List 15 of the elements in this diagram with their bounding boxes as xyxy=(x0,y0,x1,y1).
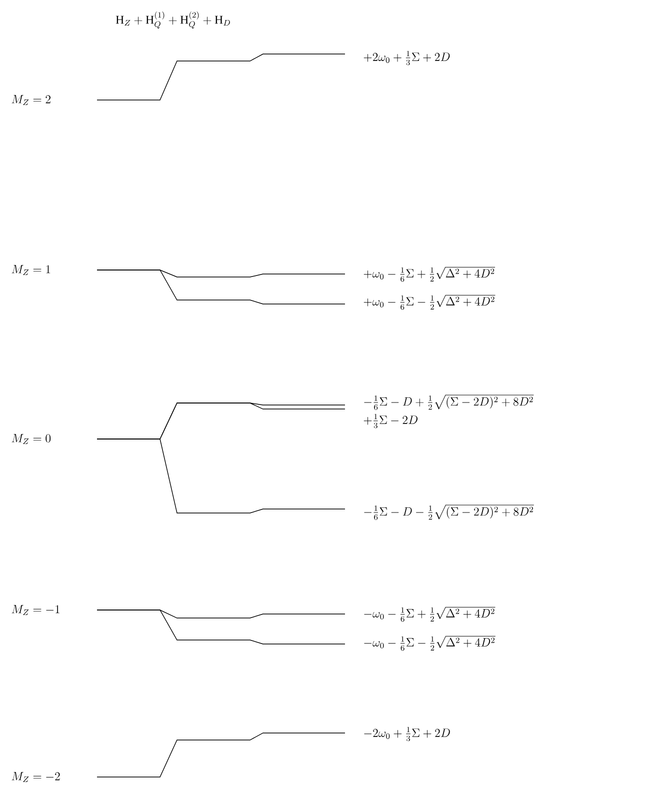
level-label: $M_Z=-2$ xyxy=(12,772,60,782)
energy-expression: $+\tfrac{1}{3}\Sigma-2D$ xyxy=(364,414,418,428)
energy-expression: $-\tfrac{1}{6}\Sigma-D-\tfrac{1}{2}\sqrt{(\Sigma-2D)^2+8D^2}$ xyxy=(364,504,534,520)
energy-expression: $-\tfrac{1}{6}\Sigma-D+\tfrac{1}{2}\sqrt{(\Sigma-2D)^2+8D^2}$ xyxy=(364,394,534,410)
level-label: $M_Z=0$ xyxy=(12,434,51,444)
energy-expression: $-2\omega_0+\tfrac{1}{3}\Sigma+2D$ xyxy=(364,726,450,742)
level-label: $M_Z=2$ xyxy=(12,95,50,105)
level-label: $M_Z=1$ xyxy=(12,265,50,275)
energy-expression: $+\omega_0-\tfrac{1}{6}\Sigma-\tfrac{1}{2}\sqrt{\Delta^2+4D^2}$ xyxy=(364,294,496,310)
energy-expression: $+2\omega_0+\tfrac{1}{3}\Sigma+2D$ xyxy=(364,50,450,66)
energy-expression: $-\omega_0-\tfrac{1}{6}\Sigma-\tfrac{1}{2}\sqrt{\Delta^2+4D^2}$ xyxy=(364,636,496,651)
hamiltonian-title: $\mathrm{H}_Z+\mathrm{H}_Q^{(1)}+\mathrm{H}_Q^{(2)}+\mathrm{H}_D$ xyxy=(116,12,230,28)
level-label: $M_Z=-1$ xyxy=(12,605,60,615)
energy-expression: $-\omega_0-\tfrac{1}{6}\Sigma+\tfrac{1}{2}\sqrt{\Delta^2+4D^2}$ xyxy=(364,606,496,622)
energy-expression: $+\omega_0-\tfrac{1}{6}\Sigma+\tfrac{1}{2}\sqrt{\Delta^2+4D^2}$ xyxy=(364,266,496,282)
